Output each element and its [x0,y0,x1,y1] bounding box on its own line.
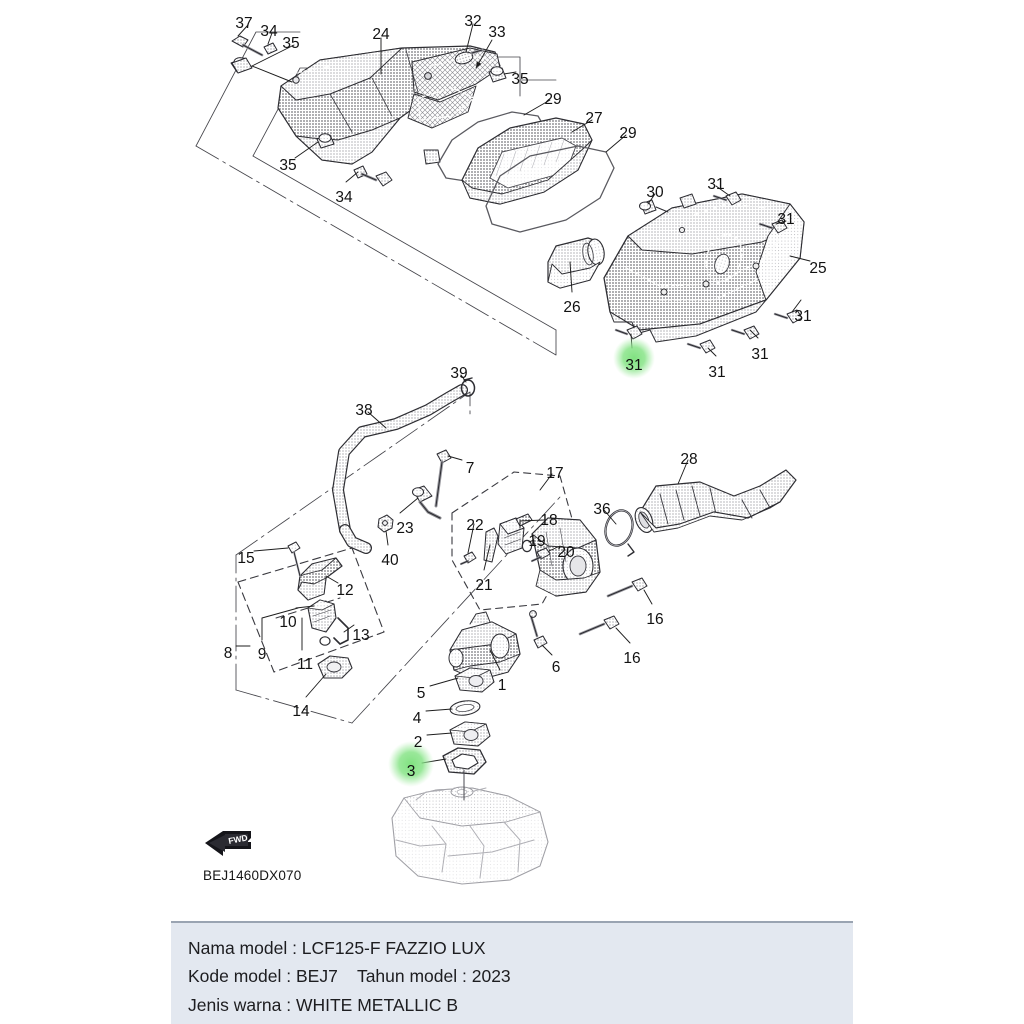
callout-number: 40 [381,552,399,569]
callout-number: 33 [488,24,505,41]
callout-number: 31 [794,308,811,325]
spec-row-color-type: Jenis warna : WHITE METALLIC B [188,994,459,1015]
callout-number: 16 [646,611,663,628]
callout-number: 5 [417,685,426,702]
callout-number: 9 [258,646,267,663]
callout-number: 30 [646,184,664,201]
callout-number: 1 [498,677,507,694]
callout-number: 31 [707,176,724,193]
callout-number: 16 [623,650,640,667]
callout-number: 23 [396,520,413,537]
callout-number: 6 [552,659,561,676]
callout-number: 20 [557,544,575,561]
callout-number: 35 [511,71,528,88]
callout-number: 31 [708,364,725,381]
callout-number: 15 [237,550,254,567]
callout-number: 19 [528,533,545,550]
spec-row-model-name: Nama model : LCF125-F FAZZIO LUX [188,938,486,958]
callout-number: 18 [540,512,557,529]
callout-number: 31 [777,211,794,228]
drawing-code-block: FWD BEJ1460DX070 [203,829,301,883]
callout-number: 8 [224,645,233,662]
callout-number: 7 [466,460,475,477]
callout-number-highlighted: 31 [625,357,642,374]
fwd-arrow-icon: FWD [205,831,251,856]
callout-number: 26 [563,299,580,316]
callout-number: 31 [751,346,768,363]
callout-number: 29 [544,91,561,108]
callout-number: 22 [466,517,483,534]
callout-number: 39 [450,365,467,382]
model-spec-footer: Nama model : LCF125-F FAZZIO LUX Kode mo… [171,921,853,1024]
callout-number: 27 [585,110,602,127]
callout-number: 24 [372,26,390,43]
callout-number: 38 [355,402,372,419]
spec-row-model-code-year: Kode model : BEJ7 Tahun model : 2023 [188,966,511,987]
drawing-code-text: BEJ1460DX070 [203,868,302,883]
callout-number: 25 [809,260,826,277]
callout-number: 34 [335,189,353,206]
callout-number: 13 [352,627,369,644]
callout-number: 35 [282,35,299,52]
callout-number: 11 [297,656,313,673]
highlight-glow-group [388,337,655,787]
callout-number: 28 [680,451,697,468]
callout-number: 29 [619,125,636,142]
callout-number: 4 [413,710,422,727]
callout-number: 12 [336,582,353,599]
callout-number: 35 [279,157,296,174]
callout-number: 37 [235,15,252,32]
callout-number: 17 [546,465,563,482]
callout-number: 14 [292,703,310,720]
callout-number: 2 [414,734,423,751]
callout-number: 21 [475,577,492,594]
callout-number: 10 [279,614,297,631]
callout-number: 36 [593,501,610,518]
svg-text:FWD: FWD [227,832,248,846]
callout-number: 32 [464,13,481,30]
callout-number: 34 [260,23,278,40]
callout-number-highlighted: 3 [407,763,416,780]
